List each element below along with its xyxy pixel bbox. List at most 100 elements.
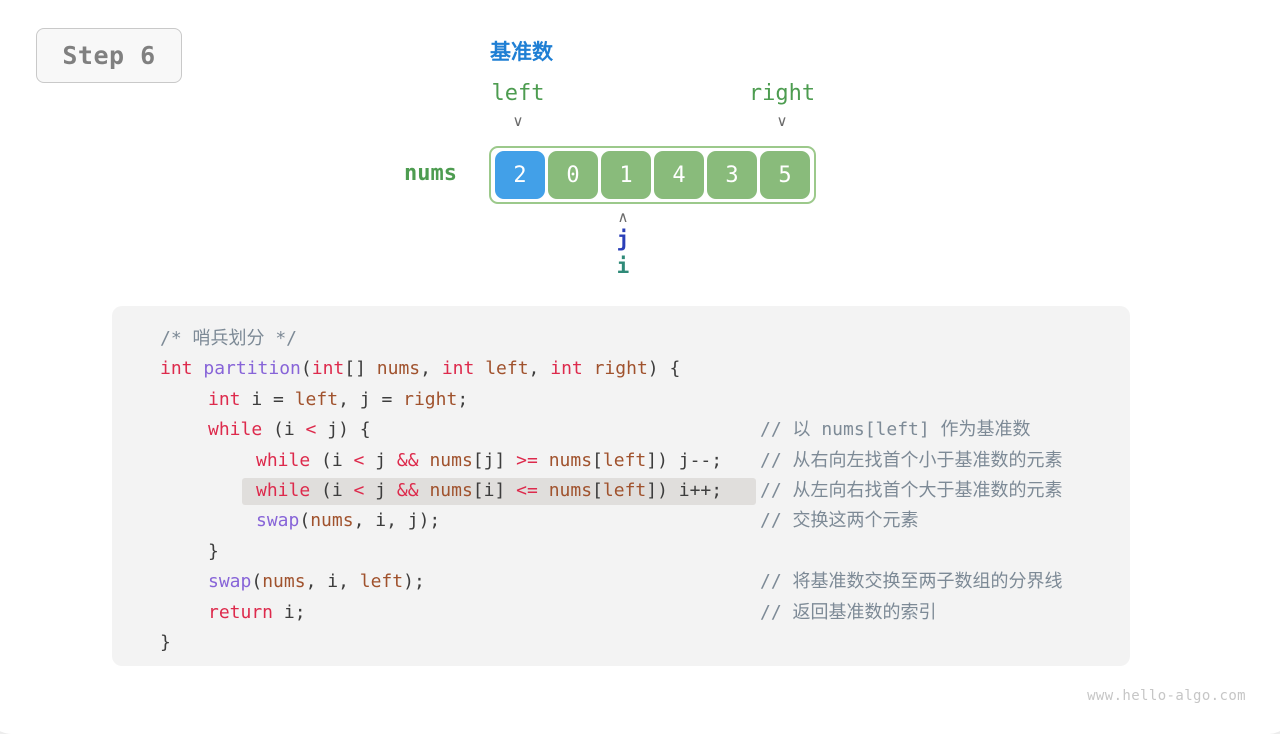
- code-token: (: [300, 358, 312, 380]
- array-cell: 1: [601, 151, 651, 199]
- code-token: }: [160, 631, 171, 653]
- code-token: [: [592, 449, 603, 471]
- code-token: i: [240, 388, 274, 410]
- pointer-caret-icon: ∧: [617, 208, 629, 226]
- code-comment: // 返回基准数的索引: [760, 601, 937, 623]
- code-token: =: [381, 388, 393, 410]
- code-source: int partition(int[] nums, int left, int …: [160, 354, 680, 384]
- code-token: ;: [457, 388, 469, 410]
- code-token: [538, 450, 549, 471]
- code-token: (: [299, 510, 311, 532]
- code-token: return: [208, 601, 274, 623]
- pointer-label-i: i: [616, 254, 630, 278]
- right-marker-icon: ∨: [776, 112, 788, 130]
- code-token: nums: [548, 479, 593, 501]
- code-token: =: [273, 388, 284, 410]
- code-token: }: [208, 540, 219, 562]
- code-source: while (i < j) {: [208, 415, 371, 445]
- code-source: swap(nums, i, left);: [208, 567, 425, 597]
- left-marker-icon: ∨: [512, 112, 524, 130]
- code-token: right: [593, 358, 648, 380]
- code-token: nums: [429, 479, 473, 501]
- code-token: [583, 358, 594, 379]
- code-token: &&: [396, 479, 419, 501]
- code-token: right: [403, 388, 458, 410]
- code-token: []: [344, 358, 377, 380]
- code-token: <=: [516, 479, 538, 501]
- code-token: int: [160, 358, 193, 380]
- code-line: int i = left, j = right;: [112, 385, 1130, 415]
- code-token: j: [364, 479, 397, 501]
- code-token: int: [441, 358, 475, 380]
- code-token: ]) j--;: [646, 449, 723, 471]
- code-token: [284, 389, 295, 410]
- code-token: swap: [208, 571, 252, 593]
- code-token: nums: [548, 449, 593, 471]
- array-cell: 2: [495, 151, 545, 199]
- array-cell: 4: [654, 151, 704, 199]
- array-name-label: nums: [404, 161, 457, 186]
- code-token: left: [602, 479, 647, 501]
- code-line: int partition(int[] nums, int left, int …: [112, 354, 1130, 384]
- code-comment: // 从左向右找首个大于基准数的元素: [760, 479, 1063, 501]
- code-line: while (i < j && nums[j] >= nums[left]) j…: [112, 446, 1130, 476]
- code-block: /* 哨兵划分 */int partition(int[] nums, int …: [112, 306, 1130, 666]
- right-bound-label: right: [748, 81, 816, 106]
- code-token: , i,: [305, 571, 360, 593]
- code-token: left: [359, 571, 404, 593]
- code-source: while (i < j && nums[j] >= nums[left]) j…: [256, 446, 722, 476]
- code-token: (i: [262, 419, 306, 441]
- array-cell: 5: [760, 151, 810, 199]
- code-token: j) {: [316, 419, 371, 441]
- code-token: ) {: [647, 358, 681, 380]
- code-token: [419, 450, 430, 471]
- code-token: [419, 480, 430, 501]
- code-source: }: [208, 537, 219, 567]
- code-line: }: [112, 628, 1130, 658]
- code-token: nums: [310, 510, 354, 532]
- code-token: [474, 358, 485, 379]
- code-token: &&: [396, 449, 419, 471]
- step-badge-label: Step 6: [62, 41, 156, 70]
- code-token: while: [208, 419, 263, 441]
- code-token: j: [364, 449, 397, 471]
- code-token: int: [311, 358, 345, 380]
- code-source: }: [160, 628, 171, 658]
- array-cell: 0: [548, 151, 598, 199]
- code-source: return i;: [208, 598, 306, 628]
- code-comment: // 以 nums[left] 作为基准数: [760, 419, 1031, 441]
- code-comment: // 从右向左找首个小于基准数的元素: [760, 449, 1063, 471]
- code-token: , j: [338, 388, 382, 410]
- code-token: [i]: [472, 479, 517, 501]
- pivot-label: 基准数: [490, 41, 553, 64]
- code-token: swap: [256, 510, 300, 532]
- pointer-label-j: j: [616, 227, 630, 251]
- code-token: i;: [273, 601, 306, 623]
- code-token: (i: [310, 479, 354, 501]
- code-token: , i, j);: [353, 510, 441, 532]
- code-token: nums: [429, 449, 473, 471]
- code-comment: // 交换这两个元素: [760, 510, 919, 532]
- code-token: );: [403, 571, 425, 593]
- ij-pointer-group: ∧ j i: [598, 210, 648, 280]
- code-source: int i = left, j = right;: [208, 385, 468, 415]
- code-token: (: [251, 571, 263, 593]
- code-token: >=: [516, 449, 538, 471]
- code-token: [: [592, 479, 603, 501]
- code-line: return i; // 返回基准数的索引: [112, 598, 1130, 628]
- code-line: swap(nums, i, j); // 交换这两个元素: [112, 506, 1130, 536]
- code-token: (i: [310, 449, 354, 471]
- code-token: [392, 389, 403, 410]
- code-token: left: [602, 449, 647, 471]
- code-token: left: [485, 358, 529, 380]
- code-line-highlight: [242, 477, 756, 505]
- code-line: swap(nums, i, left);// 将基准数交换至两子数组的分界线: [112, 567, 1130, 597]
- code-line: while (i < j && nums[i] <= nums[left]) i…: [112, 476, 1130, 506]
- code-token: partition: [203, 358, 301, 380]
- code-token: [j]: [472, 449, 517, 471]
- code-line: /* 哨兵划分 */: [112, 324, 1130, 354]
- code-token: int: [550, 358, 583, 380]
